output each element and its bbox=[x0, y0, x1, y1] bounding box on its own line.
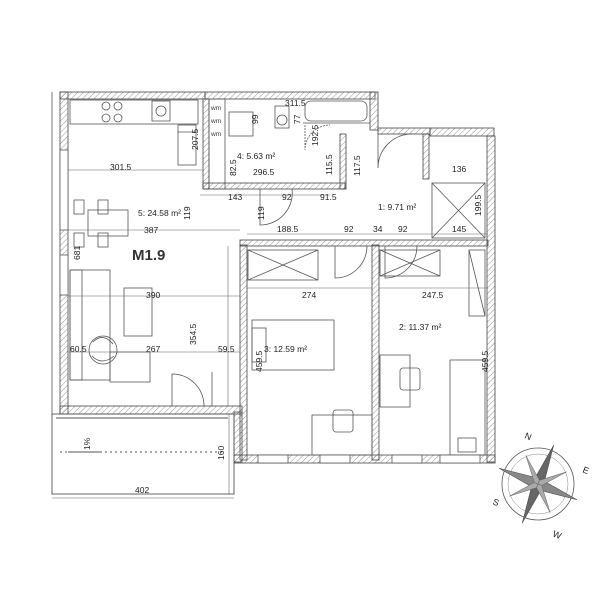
dim-188-5: 188.5 bbox=[277, 224, 299, 234]
dim-390: 390 bbox=[146, 290, 160, 300]
dim-59-5: 59.5 bbox=[218, 344, 235, 354]
dim-296-5: 296.5 bbox=[253, 167, 275, 177]
room-3-label: 3: 12.59 m² bbox=[264, 344, 307, 354]
room-labels: 5: 24.58 m² M1.9 4: 5.63 m² 1: 9.71 m² 3… bbox=[132, 151, 442, 354]
dim-459-5-a: 459.5 bbox=[254, 350, 264, 372]
room-5-label: 5: 24.58 m² bbox=[138, 208, 181, 218]
bottom-windows bbox=[257, 454, 481, 464]
compass-rose: N E S W bbox=[491, 431, 590, 542]
dim-459-5-b: 459.5 bbox=[480, 350, 490, 372]
bathroom-fixtures bbox=[208, 98, 370, 190]
dimension-lines bbox=[52, 169, 488, 499]
dim-136: 136 bbox=[452, 164, 466, 174]
balcony bbox=[51, 413, 235, 495]
dim-34: 34 bbox=[373, 224, 383, 234]
dim-77: 77 bbox=[292, 114, 302, 124]
dim-274: 274 bbox=[302, 290, 316, 300]
dim-311-5: 311.5 bbox=[285, 98, 306, 108]
appliance-labels: wm wm wm bbox=[210, 105, 221, 138]
dim-117-5: 117.5 bbox=[352, 155, 362, 176]
dim-92-c: 92 bbox=[398, 224, 408, 234]
dim-267: 267 bbox=[146, 344, 160, 354]
walls bbox=[59, 91, 496, 464]
washing-machine-label-2: wm bbox=[210, 118, 221, 125]
kitchen-counter bbox=[69, 99, 199, 166]
washing-machine-label-3: wm bbox=[210, 131, 221, 138]
room-2-label: 2: 11.37 m² bbox=[399, 322, 442, 332]
dim-354-5: 354.5 bbox=[188, 323, 198, 345]
dim-247-5: 247.5 bbox=[422, 290, 444, 300]
dim-199-5: 199.5 bbox=[473, 194, 483, 216]
doors bbox=[171, 124, 418, 407]
compass-east: E bbox=[581, 465, 590, 477]
dim-143: 143 bbox=[228, 192, 242, 202]
dim-192-5: 192.5 bbox=[310, 124, 320, 146]
washing-machine-label-1: wm bbox=[210, 105, 221, 112]
dim-60-5: 60.5 bbox=[70, 344, 87, 354]
dim-301-5: 301.5 bbox=[110, 162, 132, 172]
room-1-label: 1: 9.71 m² bbox=[378, 202, 416, 212]
dim-82-5: 82.5 bbox=[228, 159, 238, 176]
dimension-labels: 311.5 99 77 207.5 192.5 82.5 115.5 296.5… bbox=[70, 98, 490, 495]
dim-207-5: 207.5 bbox=[190, 128, 200, 150]
dim-160: 160 bbox=[216, 446, 226, 460]
dim-99: 99 bbox=[250, 114, 260, 124]
dim-387: 387 bbox=[144, 225, 158, 235]
dim-119-a: 119 bbox=[182, 206, 192, 220]
dim-681: 681 bbox=[72, 246, 82, 260]
window-left bbox=[51, 92, 69, 414]
room-4-label: 4: 5.63 m² bbox=[237, 151, 275, 161]
dim-92-a: 92 bbox=[282, 192, 292, 202]
compass-north: N bbox=[523, 431, 533, 443]
dim-402: 402 bbox=[135, 485, 149, 495]
sofa bbox=[69, 269, 153, 383]
dining-table bbox=[73, 199, 129, 248]
bedroom-2-furniture bbox=[379, 249, 486, 456]
hall-wardrobe bbox=[431, 182, 486, 239]
unit-code: M1.9 bbox=[132, 247, 165, 264]
compass-south: S bbox=[491, 497, 500, 509]
dim-119-b: 119 bbox=[256, 206, 266, 220]
dim-145: 145 bbox=[452, 224, 466, 234]
dim-91-5: 91.5 bbox=[320, 192, 337, 202]
dim-92-b: 92 bbox=[344, 224, 354, 234]
compass-west: W bbox=[551, 529, 563, 542]
bedroom-3-furniture bbox=[247, 249, 373, 456]
dim-115-5: 115.5 bbox=[324, 154, 334, 175]
balcony-slope: 1% bbox=[82, 437, 92, 450]
